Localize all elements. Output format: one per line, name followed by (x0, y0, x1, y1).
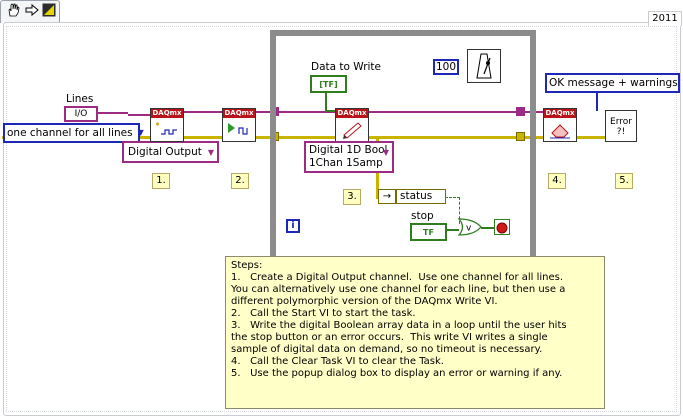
task-wire-2 (254, 111, 336, 113)
daqmx-label: DAQmx (336, 109, 368, 118)
data-to-write-label: Data to Write (311, 61, 382, 73)
dropdown-arrow-icon: ▼ (382, 148, 389, 157)
error-wire-4 (575, 136, 605, 139)
lines-wire (128, 114, 150, 116)
step-label-4: 4. (548, 173, 566, 189)
error-wire-1 (183, 136, 223, 139)
notes-line: 2. Call the Start VI to start the task. (231, 308, 416, 319)
status-bool-wire (445, 197, 460, 224)
loop-tunnel-task-out (516, 107, 525, 116)
daqmx-start-task-node[interactable]: DAQmx (222, 108, 256, 142)
notes-line: 1. Create a Digital Output channel. Use … (231, 272, 564, 283)
line-grouping-value: one channel for all lines (7, 127, 133, 139)
data-to-write-control[interactable]: [TF] (310, 75, 347, 93)
version-year: 2011 (648, 11, 682, 26)
daqmx-label: DAQmx (223, 109, 255, 118)
lines-wire-out (98, 112, 128, 114)
create-channel-icon (151, 118, 183, 141)
loop-condition-terminal[interactable] (494, 219, 510, 235)
channel-type-value: Digital Output (128, 146, 202, 158)
write-type-selector[interactable]: Digital 1D Bool 1Chan 1Samp ▼ (304, 141, 394, 173)
notes-line: different polymorphic version of the DAQ… (231, 296, 498, 307)
lines-control-value: I/O (74, 109, 88, 119)
dialog-type-value: OK message + warnings (549, 77, 678, 89)
dialog-type-ring[interactable]: OK message + warnings ▼ (545, 73, 683, 93)
error-handler-label: Error ?! (610, 117, 632, 137)
data-to-write-value: [TF] (319, 79, 338, 89)
notes-line: sample of digital data on demand, so no … (231, 344, 543, 355)
notes-line: You can alternatively use one channel fo… (231, 284, 566, 295)
step-label-1: 1. (152, 173, 170, 189)
loop-iteration-terminal: i (286, 219, 300, 233)
stop-wire (441, 229, 459, 231)
unbundle-status[interactable]: status (396, 189, 446, 204)
notes-title: Steps: (231, 260, 263, 271)
unbundle-by-name-arrow-icon: → (378, 189, 396, 204)
stop-button-control[interactable]: TF (410, 223, 447, 241)
data-wire-v (325, 89, 327, 111)
write-pencil-icon (336, 118, 368, 141)
daqmx-write-node[interactable]: DAQmx (335, 108, 369, 142)
hand-tool-icon[interactable] (6, 2, 21, 17)
lines-label: Lines (66, 93, 94, 105)
error-wire-2 (254, 136, 336, 139)
channel-type-selector[interactable]: Digital Output ▼ (122, 141, 219, 163)
svg-text:v: v (466, 224, 472, 234)
run-arrow-icon[interactable] (24, 2, 39, 17)
dropdown-arrow-icon: ▼ (137, 128, 144, 137)
or-gate-icon: v (457, 218, 482, 236)
wait-ms-value: 100 (435, 61, 457, 73)
wait-until-next-ms-node[interactable] (467, 49, 501, 83)
daqmx-clear-task-node[interactable]: DAQmx (543, 108, 577, 142)
stop-if-true-icon (496, 222, 508, 234)
write-type-line2: 1Chan 1Samp (309, 157, 383, 169)
daqmx-label: DAQmx (151, 109, 183, 118)
lines-control[interactable]: I/O (64, 106, 98, 122)
clear-task-eraser-icon (544, 118, 576, 141)
dropdown-arrow-icon: ▼ (207, 147, 215, 157)
metronome-icon (476, 53, 492, 79)
write-type-line1: Digital 1D Bool (309, 144, 388, 156)
line-grouping-ring[interactable]: one channel for all lines ▼ (3, 123, 144, 143)
step-label-5: 5. (615, 173, 633, 189)
daqmx-label: DAQmx (544, 109, 576, 118)
daqmx-create-channel-node[interactable]: DAQmx (150, 108, 184, 142)
simple-error-handler-node[interactable]: Error ?! (605, 110, 637, 142)
notes-line: 3. Write the digital Boolean array data … (231, 320, 567, 331)
status-label: status (400, 190, 433, 202)
notes-line: the stop button or an error occurs. This… (231, 332, 548, 343)
step-label-3: 3. (343, 189, 361, 205)
or-function-node[interactable]: v (457, 218, 482, 236)
wait-ms-constant[interactable]: 100 (433, 59, 459, 75)
highlight-execution-icon[interactable] (41, 2, 56, 17)
stop-value: TF (423, 227, 434, 237)
step-label-2: 2. (231, 173, 249, 189)
or-wire (481, 227, 495, 229)
outer-frame (6, 26, 677, 412)
notes-line: 5. Use the popup dialog box to display a… (231, 368, 563, 379)
dialog-type-wire (596, 91, 598, 111)
task-wire-3 (367, 111, 545, 113)
stop-label: stop (411, 210, 434, 222)
notes-line: 4. Call the Clear Task VI to clear the T… (231, 356, 444, 367)
error-wire-3 (367, 136, 545, 139)
steps-comment-box[interactable]: Steps: 1. Create a Digital Output channe… (225, 256, 605, 409)
task-wire-1 (183, 111, 223, 113)
data-wire-h (325, 110, 337, 112)
loop-tunnel-error-out (516, 132, 525, 141)
start-task-icon (223, 118, 255, 141)
